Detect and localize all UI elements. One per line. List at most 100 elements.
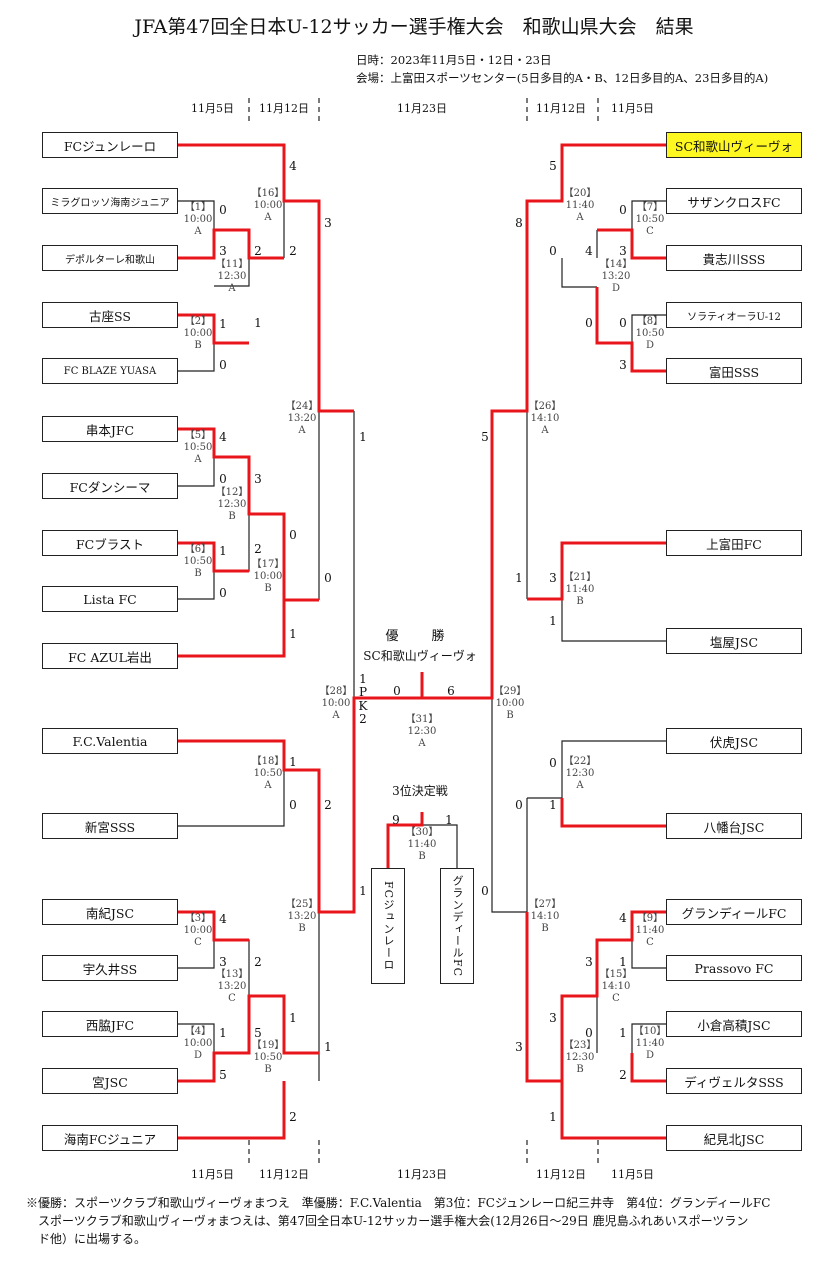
score: 1 xyxy=(219,1026,227,1040)
team-box: 海南FCジュニア xyxy=(42,1125,178,1151)
score: 0 xyxy=(219,586,227,600)
score: 4 xyxy=(585,244,593,258)
score: 0 xyxy=(515,798,523,812)
score: 0 xyxy=(619,203,627,217)
score: 5 xyxy=(219,1068,227,1082)
date-header: 11月12日 xyxy=(536,102,586,115)
team-box: ミラグロッソ海南ジュニア xyxy=(42,188,178,214)
team-box: サザンクロスFC xyxy=(666,188,802,214)
third-place-label: 3位決定戦 xyxy=(392,784,448,798)
team-box: 伏虎JSC xyxy=(666,728,802,754)
score: 0 xyxy=(289,528,297,542)
score: 1 xyxy=(619,955,627,969)
date-header: 11月12日 xyxy=(259,102,309,115)
score: 8 xyxy=(515,216,523,230)
date-header: 11月23日 xyxy=(397,1168,447,1181)
score: 1 xyxy=(515,571,523,585)
score: 0 xyxy=(393,684,401,698)
team-box: 小倉高積JSC xyxy=(666,1011,802,1037)
score: 0 xyxy=(324,571,332,585)
footnote-line: ※優勝：スポーツクラブ和歌山ヴィーヴォまつえ 準優勝：F.C.Valentia … xyxy=(26,1196,771,1210)
score: 5 xyxy=(481,430,489,444)
score: 5 xyxy=(254,1026,262,1040)
score: 1 xyxy=(619,1026,627,1040)
team-box: F.C.Valentia xyxy=(42,728,178,754)
score: 1 xyxy=(549,1110,557,1124)
score: 1 xyxy=(289,1011,297,1025)
score: 2 xyxy=(289,244,297,258)
third-place-team: FCジュンレーロ xyxy=(371,868,405,984)
score: 0 xyxy=(619,316,627,330)
score: 1 xyxy=(219,317,227,331)
pk-p: P xyxy=(358,685,368,699)
date-header: 11月5日 xyxy=(611,1168,654,1181)
score: 3 xyxy=(619,358,627,372)
score: 0 xyxy=(289,798,297,812)
footnote-line: スポーツクラブ和歌山ヴィーヴォまつえは、第47回全日本U-12サッカー選手権大会… xyxy=(26,1214,749,1228)
score: 5 xyxy=(549,159,557,173)
team-box: 貴志川SSS xyxy=(666,245,802,271)
third-place-team: グランディールFC xyxy=(440,868,474,984)
score: 2 xyxy=(254,955,262,969)
team-box: FCダンシーマ xyxy=(42,473,178,499)
team-box-champion: SC和歌山ヴィーヴォ xyxy=(666,132,802,158)
team-box: 西脇JFC xyxy=(42,1011,178,1037)
score: 1 xyxy=(359,430,367,444)
score: 3 xyxy=(585,955,593,969)
team-box: Lista FC xyxy=(42,586,178,612)
team-box: 上富田FC xyxy=(666,530,802,556)
team-box: デポルターレ和歌山 xyxy=(42,245,178,271)
team-box: 宇久井SS xyxy=(42,955,178,981)
footnote-line: ド他）に出場する。 xyxy=(26,1232,147,1246)
score: 2 xyxy=(324,798,332,812)
score: 1 xyxy=(549,798,557,812)
score: 3 xyxy=(324,216,332,230)
team-box: 塩屋JSC xyxy=(666,628,802,654)
team-box: 串本JFC xyxy=(42,416,178,442)
score: 0 xyxy=(219,203,227,217)
champion-name: SC和歌山ヴィーヴォ xyxy=(363,649,477,663)
score: 2 xyxy=(254,244,262,258)
score: 3 xyxy=(619,244,627,258)
score: 0 xyxy=(481,884,489,898)
date-header: 11月12日 xyxy=(536,1168,586,1181)
team-box: Prassovo FC xyxy=(666,955,802,981)
score: 0 xyxy=(219,358,227,372)
champion-label: 優 勝 xyxy=(385,629,455,644)
team-box: FC BLAZE YUASA xyxy=(42,358,178,384)
venue-text: 会場：上富田スポーツセンター(5日多目的A・B、12日多目的A、23日多目的A) xyxy=(356,71,769,85)
score: 3 xyxy=(254,472,262,486)
date-header: 11月5日 xyxy=(191,102,234,115)
schedule-text: 日時：2023年11月5日・12日・23日 xyxy=(356,53,552,67)
date-dividers xyxy=(248,98,599,1164)
team-box: 新宮SSS xyxy=(42,813,178,839)
date-header: 11月12日 xyxy=(259,1168,309,1181)
score: 0 xyxy=(549,244,557,258)
score: 1 xyxy=(549,614,557,628)
score: 1 xyxy=(359,884,367,898)
score: 1 xyxy=(289,755,297,769)
score: 1 xyxy=(219,544,227,558)
score: 3 xyxy=(219,955,227,969)
pk-right: 2 xyxy=(359,712,367,726)
score: 1 xyxy=(445,813,453,827)
